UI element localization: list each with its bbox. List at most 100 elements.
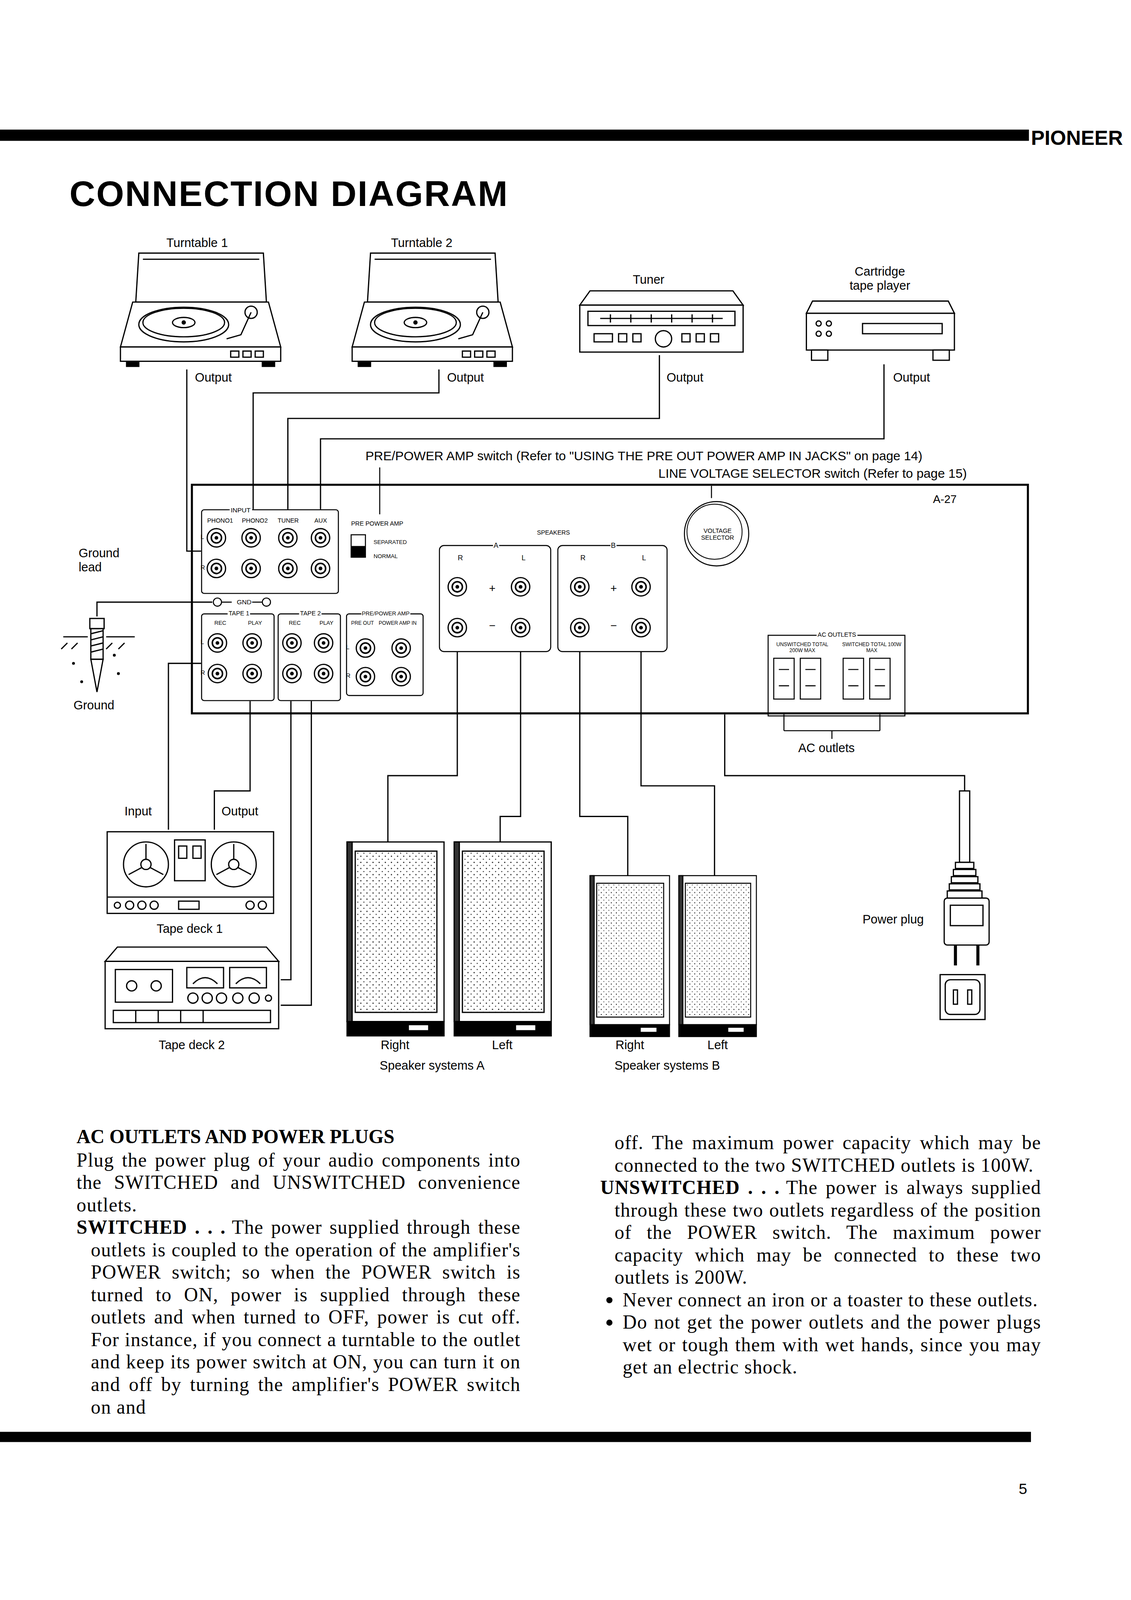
node-label: VOLTAGE SELECTOR <box>697 527 739 542</box>
node-label: PRE POWER AMP <box>351 520 404 528</box>
signal-wire <box>280 701 292 981</box>
panel-section: BRL+− <box>557 544 668 653</box>
panel-section: SPEAKERSARL+−BRL+− <box>436 528 672 656</box>
signal-wire <box>287 355 660 510</box>
node-label: NORMAL <box>373 553 398 560</box>
node-label: TAPE 2 <box>299 610 322 618</box>
node-label: B <box>609 541 617 551</box>
diagram-title: CONNECTION DIAGRAM <box>69 173 509 215</box>
section-heading: AC OUTLETS AND POWER PLUGS <box>76 1125 521 1149</box>
node-label: Left <box>707 1039 728 1054</box>
signal-wire <box>186 369 201 551</box>
node-label: AUX <box>314 517 327 525</box>
node-label: PLAY <box>247 619 263 627</box>
signal-wire <box>168 663 201 830</box>
node-label: SEPARATED <box>373 538 407 546</box>
group-label: Speaker systems A <box>379 1059 485 1074</box>
wire-label: Output <box>194 371 233 386</box>
node-label: L <box>642 554 646 563</box>
node-label: PHONO2 <box>241 517 269 525</box>
component-box: Turntable 1 <box>117 234 283 370</box>
callout-note: PRE/POWER AMP switch (Refer to "USING TH… <box>365 449 923 464</box>
node-label: + <box>610 581 617 595</box>
text-column: off. The maximum power capacity which ma… <box>600 1131 1042 1379</box>
channel-mark: L <box>200 533 204 541</box>
node-label: Tuner <box>633 273 665 288</box>
channel-mark: R <box>200 564 205 572</box>
signal-wire <box>724 714 965 792</box>
page-number: 5 <box>1018 1480 1028 1498</box>
panel-section: ARL+− <box>438 544 552 653</box>
node-label: SWITCHED TOTAL 100W MAX <box>841 642 903 654</box>
paragraph: Plug the power plug of your audio compon… <box>76 1149 521 1217</box>
node-label: + <box>488 581 496 595</box>
component-box: Ground <box>63 616 137 717</box>
node-label: REC <box>214 619 227 627</box>
text-column: AC OUTLETS AND POWER PLUGSPlug the power… <box>76 1125 521 1419</box>
panel-section: TAPE 2REC PLAY <box>277 613 342 701</box>
signal-wire <box>387 652 457 843</box>
node-label: Right <box>380 1039 410 1054</box>
paragraph: Never connect an iron or a toaster to th… <box>600 1289 1042 1312</box>
panel-section: PRE POWER AMP SEPARATED NORMAL <box>347 518 435 568</box>
bullet-text: Never connect an iron or a toaster to th… <box>622 1289 1039 1311</box>
bullet-dot <box>606 1319 613 1326</box>
node-label: − <box>488 619 496 633</box>
node-label: PLAY <box>319 619 334 627</box>
channel-mark: L <box>200 639 204 646</box>
wire-label: Output <box>220 805 260 820</box>
channel-mark: R <box>346 672 351 680</box>
paragraph: AC OUTLETS AND POWER PLUGS <box>76 1125 521 1149</box>
part-label: AC outlets <box>798 742 855 757</box>
wire-label: Input <box>123 805 154 820</box>
panel-section: INPUT PHONO1 PHONO2 TUNER AUX <box>200 509 339 595</box>
node-label: Power plug <box>862 913 924 928</box>
node-label: R <box>457 554 463 563</box>
wire-label: Output <box>892 371 931 386</box>
component-box: Right <box>347 842 445 1057</box>
signal-wire <box>97 602 213 617</box>
component-box: A-27INPUTPHONO1PHONO2TUNERAUXPRE POWER A… <box>191 483 1030 715</box>
node-label: Right <box>615 1039 645 1054</box>
bullet-text: Do not get the power outlets and the pow… <box>622 1311 1042 1379</box>
node-label: TUNER <box>277 517 299 525</box>
node-label: Turntable 2 <box>391 236 453 251</box>
brand-logo: PIONEER <box>1030 126 1123 151</box>
callout-note: LINE VOLTAGE SELECTOR switch (Refer to p… <box>658 466 967 481</box>
node-label: GND <box>236 597 252 606</box>
node-label: Left <box>491 1039 513 1054</box>
component-box: Tuner <box>576 271 746 356</box>
signal-wire <box>500 652 521 843</box>
paragraph: UNSWITCHED . . .The power is always supp… <box>600 1176 1042 1290</box>
node-label: PHONO1 <box>207 517 234 525</box>
channel-mark: L <box>346 644 350 651</box>
signal-wire <box>641 652 715 876</box>
node-label: L <box>521 554 526 563</box>
group-label: Speaker systems B <box>614 1059 721 1074</box>
body-text: Plug the power plug of your audio compon… <box>76 1149 521 1216</box>
node-label: POWER AMP IN <box>378 620 417 627</box>
node-label: Tape deck 1 <box>156 922 224 937</box>
node-label: INPUT <box>229 506 252 514</box>
node-label: Cartridge tape player <box>843 265 917 294</box>
paragraph: off. The maximum power capacity which ma… <box>600 1131 1042 1177</box>
panel-section: VOLTAGE SELECTOR <box>683 501 750 567</box>
body-text: off. The maximum power capacity which ma… <box>614 1131 1042 1176</box>
node-label: Tape deck 2 <box>158 1039 225 1054</box>
node-label: TAPE 1 <box>227 610 251 618</box>
channel-mark: R <box>200 669 205 677</box>
body-text: The power supplied through these outlets… <box>91 1216 521 1418</box>
wire-label: Ground lead <box>77 547 127 576</box>
node-label: REC <box>288 619 301 627</box>
node-label: − <box>610 619 617 633</box>
component-box: Tape deck 1 <box>105 830 276 942</box>
node-label: SPEAKERS <box>536 529 570 537</box>
panel-section: TAPE 1REC PLAY <box>200 613 275 701</box>
bullet-dot <box>606 1297 613 1304</box>
component-box: Left <box>454 842 552 1057</box>
component-box: Right <box>589 875 670 1057</box>
node-label: Turntable 1 <box>166 236 228 251</box>
component-box: Left <box>678 875 757 1057</box>
panel-section: PRE/POWER AMPPRE OUTPOWER AMP IN <box>346 613 424 696</box>
